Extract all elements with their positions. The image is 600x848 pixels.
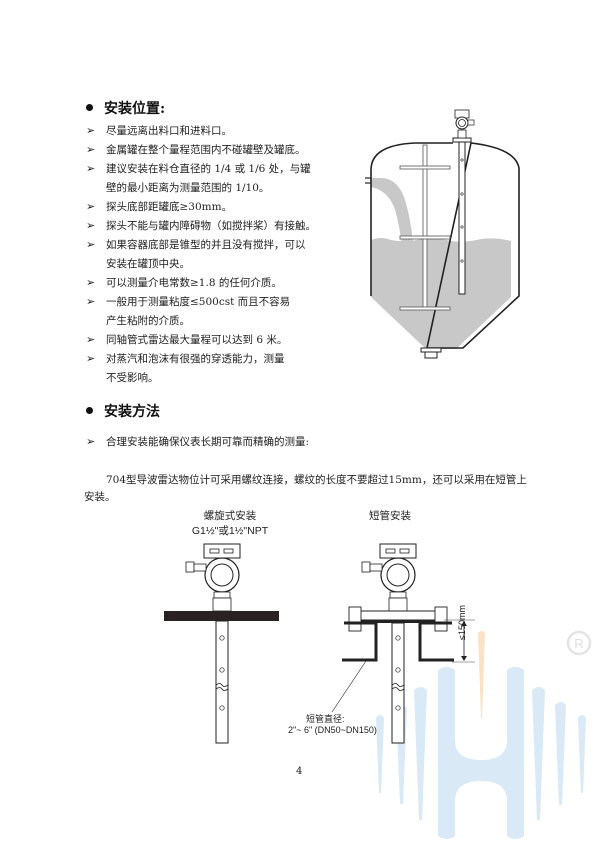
list-item-text: 探头底部距罐底≥30mm。 (106, 201, 233, 213)
list-item-text: 同轴管式雷达最大量程可以达到 6 米。 (106, 334, 288, 346)
section-bullet (86, 104, 93, 111)
thread-install-title: 螺旋式安装 (203, 510, 257, 522)
nozzle-install-diagram (331, 543, 475, 744)
nozzle-diameter-label: 短管直径: (306, 714, 345, 724)
arrow-bullet-icon: ➢ (86, 333, 96, 346)
svg-text:R: R (574, 636, 583, 651)
arrow-bullet-icon: ➢ (86, 219, 96, 232)
arrow-bullet-icon: ➢ (86, 435, 96, 448)
arrow-bullet-icon: ➢ (86, 238, 96, 251)
arrow-bullet-icon: ➢ (86, 143, 96, 156)
nozzle-install-title: 短管安装 (369, 510, 411, 522)
arrow-bullet-icon: ➢ (86, 124, 96, 137)
section-title-install-location: 安装位置: (104, 101, 166, 117)
arrow-bullet-icon: ➢ (86, 276, 96, 289)
install-paragraph-line1: 704型导波雷达物位计可采用螺纹连接，螺纹的长度不要超过15mm，还可以采用在短… (106, 474, 527, 486)
list-item-text: 对蒸汽和泡沫有很强的穿透能力，测量 (106, 353, 285, 365)
arrow-bullet-icon: ➢ (86, 162, 96, 175)
section-title-install-method: 安装方法 (104, 404, 160, 420)
list-item-text: 探头不能与罐内障碍物（如搅拌桨）有接触。 (106, 220, 316, 232)
nozzle-diameter-value: 2"~ 6" (DN50~DN150) (288, 725, 377, 735)
list-item-text: 金属罐在整个量程范围内不碰罐壁及罐底。 (106, 144, 306, 156)
install-method-item: 合理安装能确保仪表长期可靠而精确的测量: (106, 436, 310, 448)
arrow-bullet-icon: ➢ (86, 352, 96, 365)
list-item-text: 壁的最小距离为测量范围的 1/10。 (106, 182, 270, 194)
list-item-text: 尽量远离出料口和进料口。 (106, 125, 232, 137)
arrow-bullet-icon: ➢ (86, 295, 96, 308)
list-item-text: 可以测量介电常数≥1.8 的任何介质。 (106, 277, 282, 289)
list-item-text: 一般用于测量粘度≤500cst 而且不容易 (106, 296, 291, 308)
install-paragraph-line2: 安装。 (84, 491, 116, 503)
arrow-bullet-icon: ➢ (86, 200, 96, 213)
list-item-text: 不受影响。 (106, 372, 159, 384)
page-number: 4 (296, 766, 303, 777)
list-item-text: 产生粘附的介质。 (106, 315, 190, 327)
nozzle-height-label: ≤150mm (457, 605, 467, 640)
watermark-logo: R (376, 630, 592, 839)
list-item-text: 如果容器底部是锥型的并且没有搅拌，可以 (106, 239, 306, 251)
tank-diagram (365, 109, 520, 359)
list-item-text: 安装在罐顶中央。 (106, 258, 190, 270)
thread-install-diagram (164, 543, 279, 744)
list-item-text: 建议安装在料仓直径的 1/4 或 1/6 处，与罐 (106, 163, 311, 175)
thread-install-subtitle: G1½"或1½"NPT (191, 525, 269, 537)
section-bullet (86, 407, 93, 414)
